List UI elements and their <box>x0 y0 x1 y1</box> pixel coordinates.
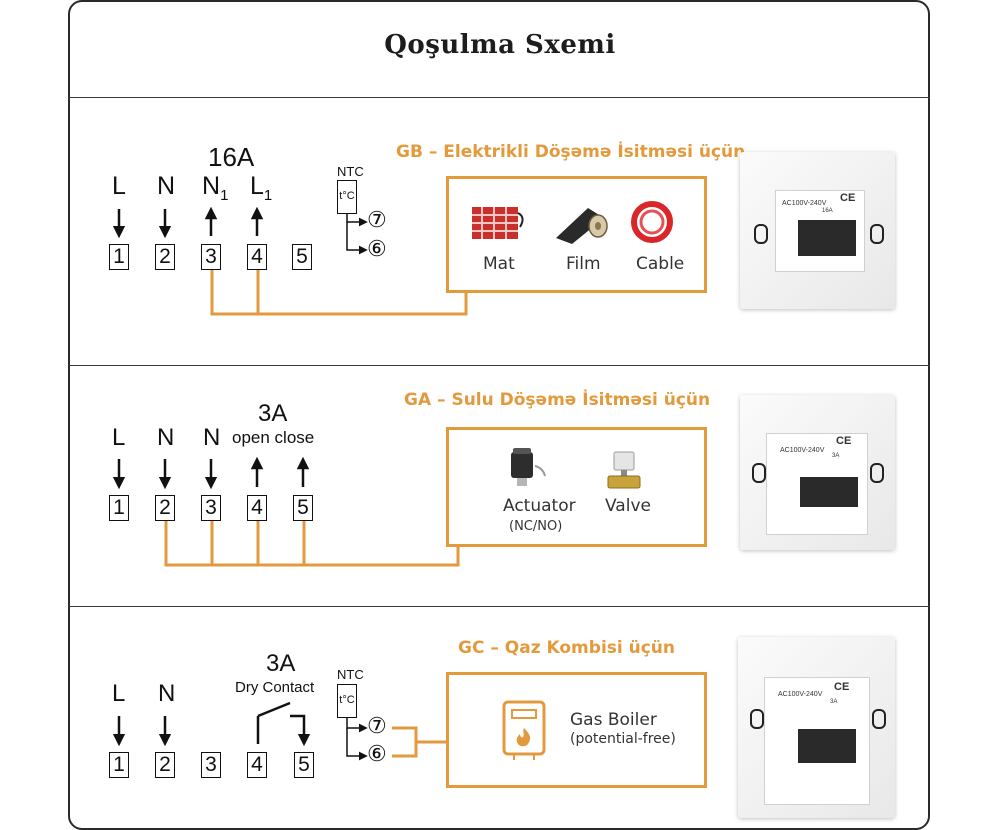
gb-product-mat: Mat <box>483 254 515 274</box>
gb-wire-3 <box>210 270 468 316</box>
gc-terminal-1: 1 <box>109 752 129 778</box>
gb-product-film: Film <box>566 254 601 274</box>
gb-ntc-terminal-6: ⑥ <box>367 236 387 261</box>
ga-title: GA – Sulu Döşəmə İsitməsi üçün <box>404 390 711 410</box>
gc-terminal-3: 3 <box>201 752 221 778</box>
gc-terminal-5: 5 <box>294 752 314 778</box>
gb-ntc-lead-7 <box>346 214 368 227</box>
valve-icon <box>607 451 641 489</box>
gb-product-cable: Cable <box>636 254 685 274</box>
gb-ntc-label: NTC <box>337 164 364 179</box>
gb-terminal-5: 5 <box>292 244 312 270</box>
gb-ntc-terminal-7: ⑦ <box>367 207 387 232</box>
gc-terminal-4: 4 <box>247 752 267 778</box>
ga-label-n: N <box>157 424 175 451</box>
gb-label-l1: L1 <box>250 172 273 204</box>
gb-label-l: L <box>112 172 126 200</box>
ga-load-box <box>446 427 707 547</box>
ga-current: 3A <box>258 400 288 427</box>
divider-top <box>69 97 930 98</box>
ga-label-l: L <box>112 424 126 451</box>
gc-load-box <box>446 672 707 788</box>
ga-terminal-2: 2 <box>155 495 175 521</box>
gc-label-n: N <box>158 680 176 707</box>
gc-product-name: Gas Boiler <box>570 710 657 730</box>
ga-terminal-4: 4 <box>247 495 267 521</box>
gb-terminal-3: 3 <box>201 244 221 270</box>
gc-ntc-terminal-6: ⑥ <box>367 741 387 766</box>
ga-product-actuator-sub: (NC/NO) <box>509 519 563 534</box>
gb-terminal-1: 1 <box>109 244 129 270</box>
gb-label-n1: N1 <box>202 172 229 204</box>
gas-boiler-icon <box>502 700 546 760</box>
ga-thermostat-back-photo: AC100V-240V CE 3A <box>740 395 895 550</box>
gb-title: GB – Elektrikli Döşəmə İsitməsi üçün <box>396 142 746 162</box>
ga-wire-bus <box>164 521 460 567</box>
gb-terminal-4: 4 <box>247 244 267 270</box>
divider-bottom <box>69 606 930 607</box>
gb-terminal-2: 2 <box>155 244 175 270</box>
ga-product-actuator: Actuator <box>503 496 576 516</box>
gc-label-l: L <box>112 680 126 707</box>
ga-label-open-close: open close <box>232 428 315 447</box>
heating-film-icon <box>556 208 608 244</box>
ga-terminal-3: 3 <box>201 495 221 521</box>
gc-wire-loop <box>392 726 418 758</box>
gb-ntc-sensor: t°C <box>337 180 357 214</box>
gc-ntc-lead-7 <box>346 718 368 733</box>
gc-ntc-lead-6 <box>346 728 368 761</box>
ga-label-n2: N <box>203 424 221 451</box>
gc-ntc-label: NTC <box>337 667 364 682</box>
gc-product-sub: (potential-free) <box>570 731 676 747</box>
page-title: Qoşulma Sxemi <box>384 30 616 60</box>
ga-product-valve: Valve <box>605 496 651 516</box>
gb-current: 16A <box>208 142 255 172</box>
gb-label-n: N <box>157 172 176 200</box>
gc-dry-contact-switch <box>256 701 311 747</box>
heating-cable-icon <box>631 201 673 243</box>
gc-terminal-2: 2 <box>155 752 175 778</box>
gb-ntc-lead-6 <box>346 222 368 255</box>
gc-dry-contact: Dry Contact <box>235 679 315 696</box>
gb-thermostat-back-photo: AC100V-240V CE 16A <box>740 152 895 309</box>
gc-title: GC – Qaz Kombisi üçün <box>458 638 676 658</box>
ga-terminal-1: 1 <box>109 495 129 521</box>
divider-middle <box>69 365 930 366</box>
gc-ntc-sensor: t°C <box>337 684 357 718</box>
gc-current: 3A <box>266 650 296 677</box>
actuator-icon <box>511 448 546 486</box>
ga-terminal-5: 5 <box>293 495 313 521</box>
heating-mat-icon <box>472 207 524 239</box>
gc-ntc-terminal-7: ⑦ <box>367 713 387 738</box>
gc-thermostat-back-photo: AC100V-240V CE 3A <box>738 637 895 818</box>
